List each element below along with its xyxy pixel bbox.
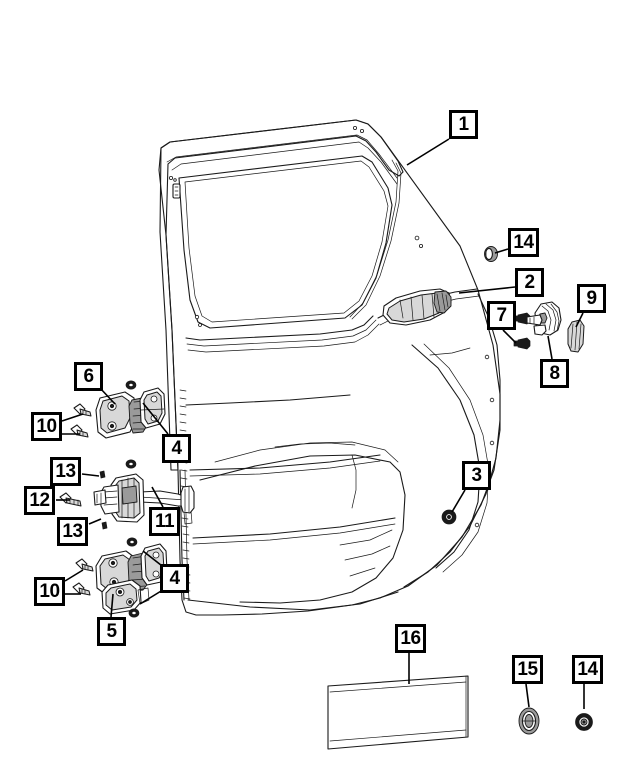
upper-hinge-artwork xyxy=(95,387,166,439)
callout-13-check-strap-washer-upper[interactable]: 13 xyxy=(50,457,81,486)
callout-1-door-shell-panel[interactable]: 1 xyxy=(449,110,478,139)
callout-7-handle-retaining-screw[interactable]: 7 xyxy=(487,301,516,330)
callout-8-lock-cylinder-housing[interactable]: 8 xyxy=(540,359,569,388)
leader-line-13 xyxy=(88,518,102,525)
callout-5-lower-hinge-body[interactable]: 5 xyxy=(97,617,126,646)
leader-line-14 xyxy=(494,248,509,254)
hinge-bolts-upper-artwork xyxy=(70,403,92,438)
callout-4-hinge-pin-bushing-lower[interactable]: 4 xyxy=(160,564,189,593)
callout-12-check-strap-bolt[interactable]: 12 xyxy=(24,486,55,515)
callout-10-hinge-bolt-upper[interactable]: 10 xyxy=(31,412,62,441)
hinge-bolts-lower-artwork xyxy=(72,558,94,596)
callout-2-exterior-door-handle[interactable]: 2 xyxy=(515,268,544,297)
door-side-molding-artwork xyxy=(327,675,469,750)
leader-line-1 xyxy=(406,138,450,166)
callout-16-door-side-molding[interactable]: 16 xyxy=(395,624,426,653)
lower-hinge-artwork xyxy=(95,543,168,615)
body-plug-button-artwork xyxy=(441,509,457,525)
hinge-bushing-upper-artwork xyxy=(125,380,137,469)
callout-9-handle-cover-cap[interactable]: 9 xyxy=(577,284,606,313)
callout-6-upper-hinge-body[interactable]: 6 xyxy=(74,362,103,391)
grommet-seal-artwork xyxy=(518,707,540,735)
leader-line-11 xyxy=(151,486,164,508)
leader-line-8 xyxy=(547,335,553,360)
callout-14-plug-grommet-upper[interactable]: 14 xyxy=(508,228,539,257)
callout-14-plug-grommet-lower[interactable]: 14 xyxy=(572,655,603,684)
leader-line-13 xyxy=(81,473,100,477)
callout-4-hinge-pin-bushing-upper[interactable]: 4 xyxy=(162,434,191,463)
callout-15-grommet-seal[interactable]: 15 xyxy=(512,655,543,684)
leader-line-4 xyxy=(142,402,169,435)
leader-line-9 xyxy=(575,312,584,328)
callout-13-check-strap-washer-lower[interactable]: 13 xyxy=(57,517,88,546)
callout-3-body-plug-button[interactable]: 3 xyxy=(462,461,491,490)
plug-grommet-upper-artwork xyxy=(484,246,498,262)
leader-line-7 xyxy=(502,329,517,344)
leader-line-3 xyxy=(451,489,466,513)
leader-line-10 xyxy=(64,569,84,582)
door-shell-artwork xyxy=(158,119,501,616)
callout-11-door-check-strap[interactable]: 11 xyxy=(149,507,180,536)
handle-cover-cap-artwork xyxy=(567,319,585,353)
leader-line-15 xyxy=(525,683,530,708)
lock-cylinder-artwork xyxy=(526,301,562,336)
leader-line-2 xyxy=(458,286,516,294)
leader-line-5 xyxy=(110,593,114,618)
plug-grommet-lower-artwork xyxy=(575,713,593,731)
callout-10-hinge-bolt-lower[interactable]: 10 xyxy=(34,577,65,606)
leader-line-10 xyxy=(61,413,84,422)
door-check-strap-artwork xyxy=(59,470,195,530)
hinge-bushing-lower-artwork xyxy=(126,537,140,618)
